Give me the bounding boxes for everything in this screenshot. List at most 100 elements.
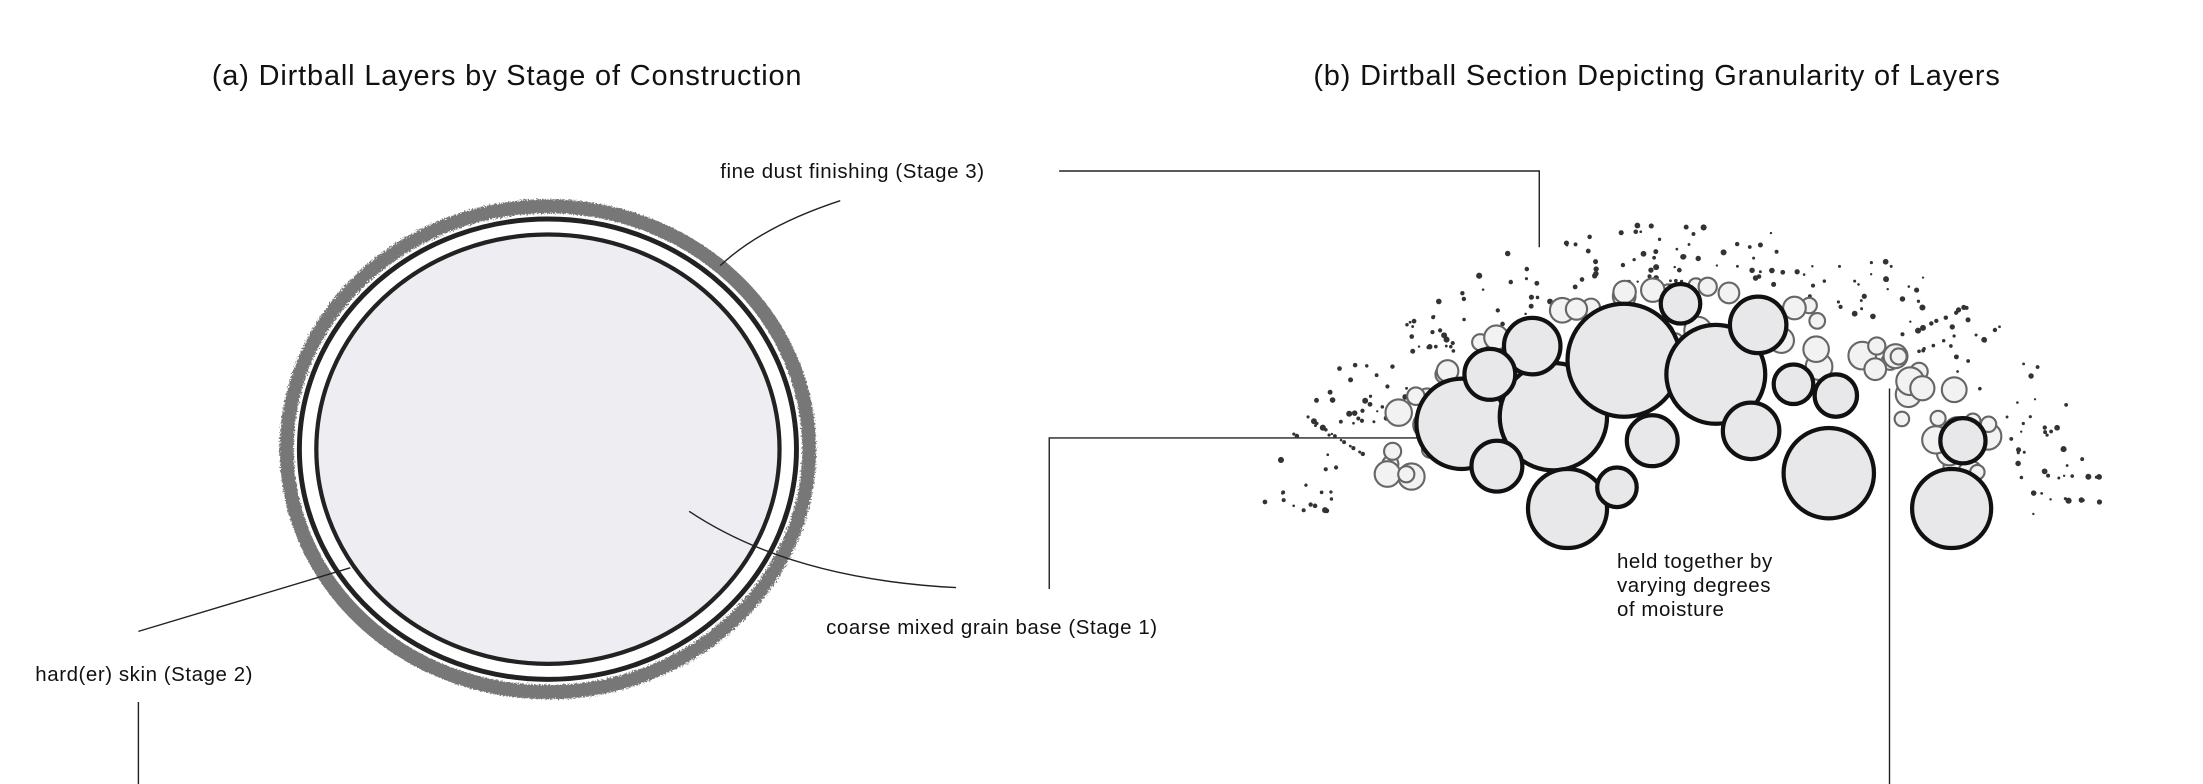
dust-speck — [1500, 321, 1505, 327]
dust-speck — [1647, 274, 1652, 279]
dust-speck — [1998, 325, 2001, 329]
dust-speck — [1941, 339, 1946, 343]
dust-speck — [1769, 267, 1775, 274]
dust-speck — [2035, 365, 2040, 369]
label-moisture-3: of moisture — [1617, 598, 1724, 621]
dust-speck — [1579, 277, 1585, 282]
large-grain — [1525, 466, 1610, 551]
dust-speck — [1435, 298, 1442, 305]
dust-speck — [1351, 410, 1358, 416]
dust-speck — [1771, 281, 1777, 287]
dust-speck — [2015, 460, 2021, 467]
dirtball-section-drawing — [1262, 222, 2103, 551]
dust-speck — [2065, 464, 2069, 467]
dust-speck — [2021, 421, 2025, 426]
dust-speck — [1774, 249, 1779, 254]
dust-speck — [1338, 419, 1343, 424]
dust-speck — [1359, 418, 1365, 423]
dust-speck — [1683, 224, 1689, 230]
small-grain — [1717, 281, 1741, 305]
dust-speck — [1593, 259, 1599, 265]
dust-speck — [1352, 362, 1358, 368]
dust-speck — [1409, 334, 1415, 339]
dust-speck — [1323, 467, 1328, 472]
label-stage3: fine dust finishing (Stage 3) — [720, 160, 984, 183]
dust-speck — [1673, 265, 1676, 269]
small-grain — [1808, 312, 1827, 330]
dust-speck — [1593, 270, 1599, 277]
dust-speck — [1634, 222, 1641, 229]
dust-speck — [1329, 397, 1336, 403]
dust-speck — [1934, 318, 1939, 324]
leader-stage3-a — [719, 199, 841, 267]
dust-speck — [1330, 432, 1334, 436]
dust-speck — [1319, 490, 1324, 495]
dust-speck — [2033, 398, 2037, 401]
dust-speck — [1735, 264, 1739, 268]
small-grain — [1383, 441, 1403, 461]
dust-speck — [1329, 497, 1334, 501]
dust-speck — [1367, 401, 1373, 407]
dust-speck — [2064, 402, 2069, 407]
large-grain — [1771, 362, 1816, 407]
dust-speck — [1869, 261, 1873, 265]
dust-speck — [1633, 229, 1639, 235]
dust-speck — [1292, 432, 1296, 436]
dust-speck — [2020, 430, 2023, 433]
dust-speck — [1794, 269, 1800, 275]
dust-speck — [1426, 345, 1431, 350]
dust-speck — [1653, 264, 1660, 271]
dust-speck — [1450, 341, 1455, 346]
dust-speck — [1481, 288, 1485, 291]
leader-stage2-a — [138, 567, 351, 633]
small-grain — [1889, 347, 1908, 366]
small-grain — [1863, 357, 1888, 382]
dust-speck — [1907, 285, 1911, 288]
dust-speck — [1752, 275, 1759, 281]
dust-speck — [1449, 344, 1453, 349]
dust-speck — [1889, 264, 1893, 268]
dust-speck — [1524, 277, 1529, 281]
dust-speck — [1432, 315, 1436, 318]
dust-speck — [1329, 490, 1333, 494]
dust-speck — [1281, 492, 1284, 495]
dust-speck — [1508, 279, 1514, 285]
dust-speck — [1648, 267, 1654, 273]
dust-speck — [1949, 324, 1955, 330]
dust-speck — [1333, 465, 1339, 470]
dust-speck — [1802, 273, 1806, 276]
dust-speck — [2043, 430, 2048, 435]
dust-speck — [1780, 269, 1786, 275]
dust-speck — [1312, 503, 1318, 509]
dust-speck — [2045, 433, 2049, 437]
dust-speck — [1524, 266, 1530, 272]
dust-speck — [1348, 377, 1354, 383]
dust-speck — [1715, 264, 1719, 267]
dust-speck — [1961, 304, 1967, 311]
dust-speck — [1476, 272, 1483, 279]
dust-speck — [1322, 507, 1329, 514]
dust-speck — [2041, 468, 2048, 475]
dust-speck — [1734, 241, 1740, 247]
dust-speck — [1851, 310, 1858, 317]
dust-speck — [1869, 273, 1873, 276]
large-grain — [1595, 465, 1639, 510]
dust-speck — [1342, 440, 1347, 445]
large-grain — [1812, 372, 1860, 419]
dust-speck — [1747, 245, 1752, 249]
dust-speck — [1811, 265, 1814, 268]
dust-speck — [1437, 328, 1443, 333]
large-grain — [1501, 315, 1563, 377]
large-grain — [1565, 301, 1683, 419]
dust-speck — [1676, 267, 1682, 273]
dust-speck — [1956, 370, 1959, 373]
dust-speck — [1444, 344, 1448, 348]
dust-speck — [1870, 313, 1876, 320]
dust-speck — [1351, 446, 1356, 451]
dust-speck — [1528, 294, 1534, 300]
dust-speck — [1700, 224, 1707, 231]
dust-speck — [1899, 296, 1906, 302]
dust-speck — [1620, 262, 1626, 268]
dust-speck — [2028, 415, 2032, 419]
dust-speck — [1572, 284, 1578, 290]
